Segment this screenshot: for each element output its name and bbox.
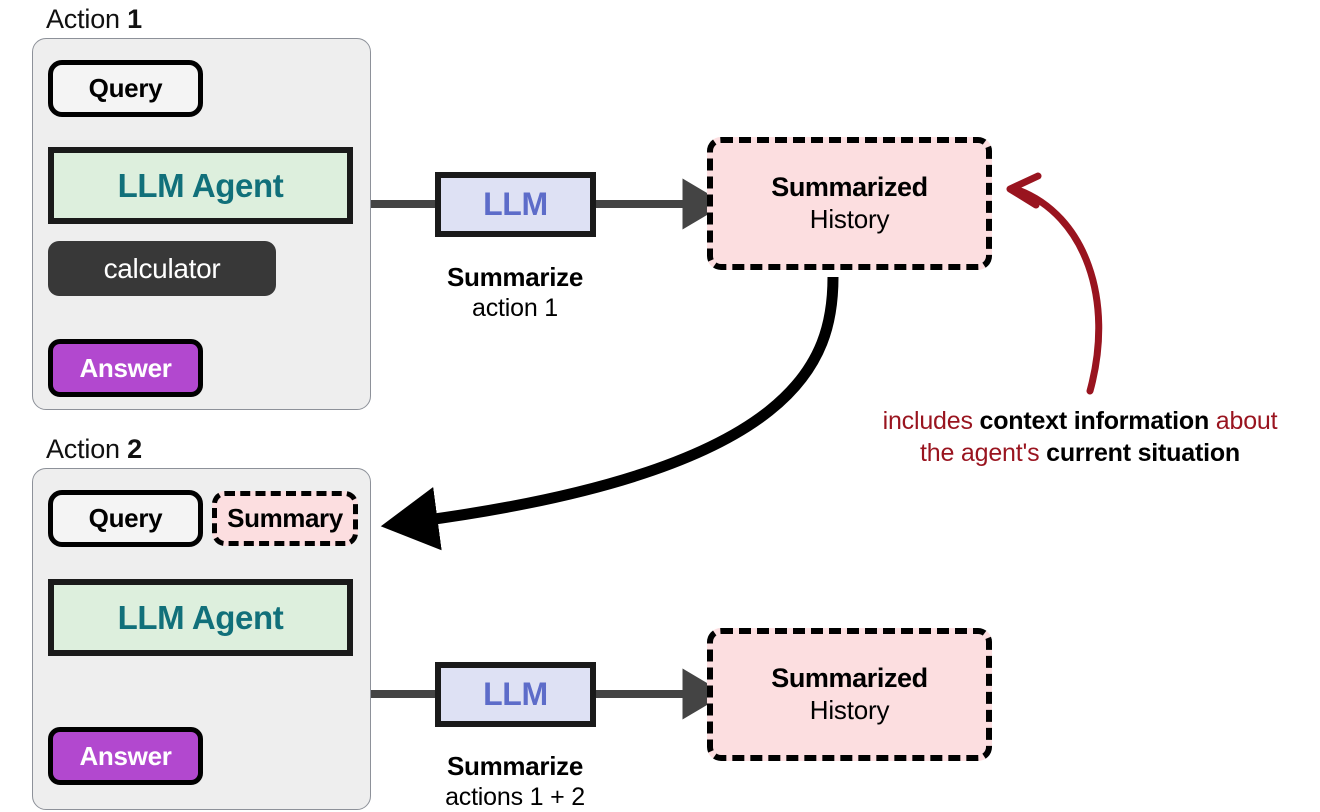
summarizer-1-llm-label: LLM — [483, 186, 548, 222]
summarizer-2-caption-plain: actions 1 + 2 — [445, 783, 585, 812]
summarized-history-2-line1: Summarized — [771, 663, 928, 694]
summarized-history-box-1[interactable]: Summarized History — [707, 137, 992, 270]
action-1-title-prefix: Action — [46, 4, 128, 34]
annotation-pointer-arrow — [1014, 186, 1103, 395]
annotation-line2-bold: current situation — [1046, 439, 1240, 467]
annotation-pointer-arrowhead — [1006, 172, 1042, 209]
action-2-title-prefix: Action — [46, 434, 128, 464]
summarizer-2-caption: Summarize actions 1 + 2 — [395, 751, 635, 812]
annotation-line2-pre: the agent's — [920, 439, 1047, 467]
action-1-llm-agent-box[interactable]: LLM Agent — [48, 147, 353, 224]
summarizer-1-caption-plain: action 1 — [472, 294, 558, 323]
action-2-query-label: Query — [88, 503, 163, 533]
annotation-line1-bold: context information — [979, 407, 1210, 435]
summarizer-2-caption-strong: Summarize — [446, 751, 584, 781]
action-1-answer-box[interactable]: Answer — [48, 339, 203, 397]
action-2-answer-label: Answer — [79, 740, 172, 771]
action-2-summary-box[interactable]: Summary — [212, 491, 358, 546]
action-2-llm-agent-box[interactable]: LLM Agent — [48, 579, 353, 656]
action-2-summary-label: Summary — [227, 503, 343, 533]
summarizer-1-caption: Summarize action 1 — [395, 262, 635, 323]
summarizer-1-llm-box[interactable]: LLM — [435, 172, 596, 237]
action-1-answer-label: Answer — [79, 352, 172, 383]
summarizer-1-caption-strong: Summarize — [446, 262, 584, 292]
action-2-title-number: 2 — [127, 434, 142, 464]
action-2-answer-box[interactable]: Answer — [48, 727, 203, 785]
annotation-text: includes context information about the a… — [850, 405, 1310, 469]
action-1-query-label: Query — [88, 73, 163, 103]
summarizer-2-llm-box[interactable]: LLM — [435, 662, 596, 727]
action-1-tool-calculator-box[interactable]: calculator — [48, 241, 276, 296]
action-2-title: Action 2 — [46, 434, 142, 465]
annotation-line1-pre: includes — [882, 407, 980, 435]
action-1-query-box[interactable]: Query — [48, 60, 203, 117]
summarized-history-1-line1: Summarized — [771, 172, 928, 203]
summarized-history-box-2[interactable]: Summarized History — [707, 628, 992, 761]
action-2-query-box[interactable]: Query — [48, 490, 203, 547]
summarized-history-1-line2: History — [809, 204, 890, 235]
annotation-line-1: includes context information about — [883, 407, 1278, 435]
action-1-llm-agent-label: LLM Agent — [117, 166, 284, 204]
action-1-tool-label: calculator — [103, 252, 221, 284]
action-1-title: Action 1 — [46, 4, 142, 35]
action-1-title-number: 1 — [127, 4, 142, 34]
summarized-history-2-line2: History — [809, 695, 890, 726]
annotation-line-2: the agent's current situation — [920, 439, 1240, 467]
action-2-llm-agent-label: LLM Agent — [117, 598, 284, 636]
annotation-line1-post: about — [1209, 407, 1278, 435]
summarizer-2-llm-label: LLM — [483, 676, 548, 712]
